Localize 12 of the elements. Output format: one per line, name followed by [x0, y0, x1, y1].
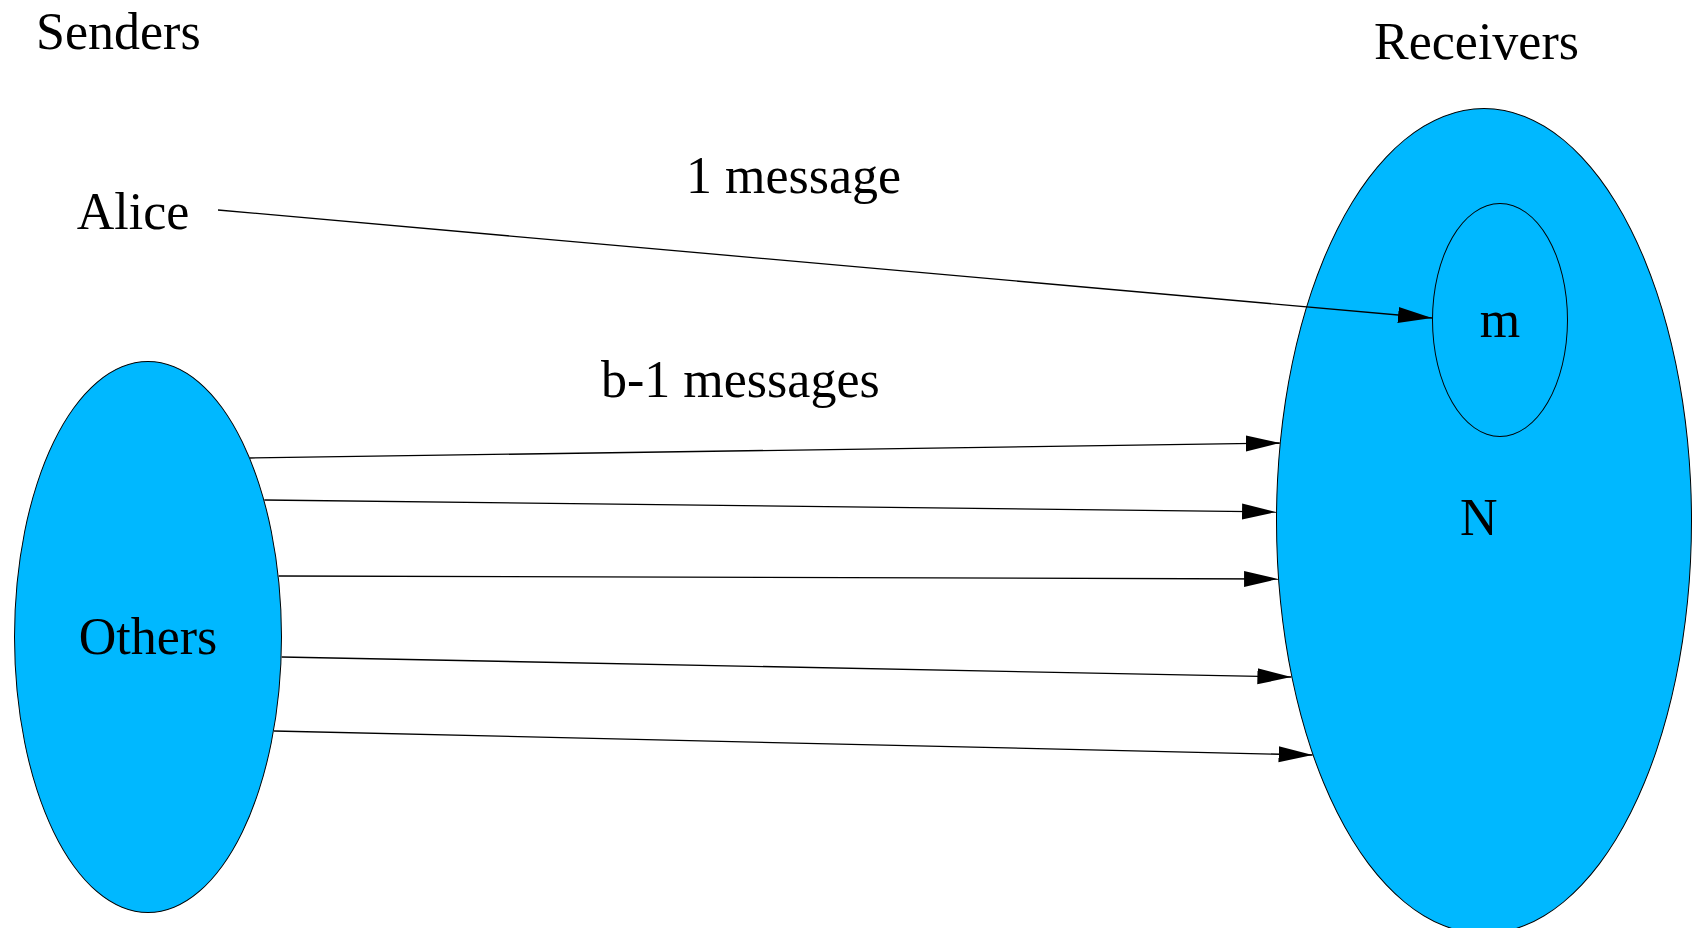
node-label: m: [1479, 294, 1521, 346]
heading-label: Receivers: [1374, 16, 1579, 68]
arrow: [281, 656, 1293, 685]
arrow: [249, 435, 1281, 459]
heading-label: Senders: [36, 6, 201, 58]
arrow: [217, 209, 1433, 323]
node-label: Alice: [76, 186, 190, 238]
arrow: [278, 570, 1279, 587]
arrow: [273, 730, 1314, 763]
node-label: Others: [78, 611, 218, 663]
arrow: [263, 499, 1277, 520]
node-label: N: [1460, 492, 1498, 544]
